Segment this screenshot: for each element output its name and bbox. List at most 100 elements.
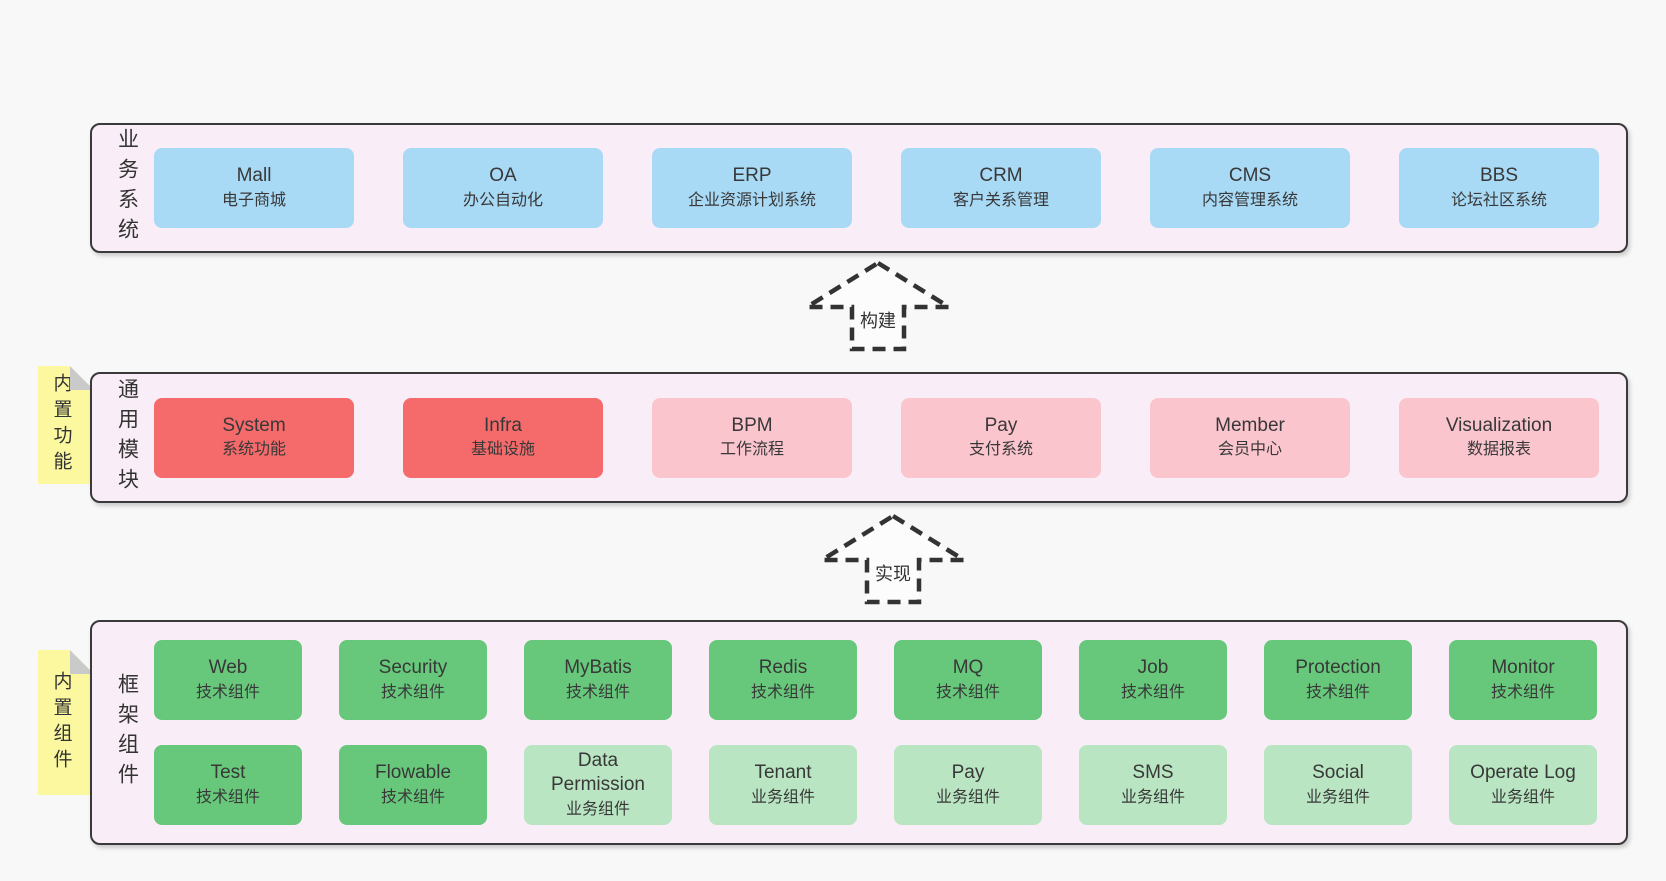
box-flowable: Flowable 技术组件 — [339, 745, 487, 825]
box-visualization: Visualization 数据报表 — [1399, 397, 1599, 478]
box-subtitle: 技术组件 — [195, 788, 260, 806]
box-web: Web 技术组件 — [154, 640, 302, 720]
box-crm: CRM 客户关系管理 — [901, 148, 1101, 228]
box-title: Web — [208, 657, 248, 679]
box-bbs: BBS 论坛社区系统 — [1399, 148, 1599, 228]
box-member: Member 会员中心 — [1150, 397, 1350, 478]
box-subtitle: 业务组件 — [1120, 788, 1185, 806]
box-subtitle: 业务组件 — [565, 801, 630, 819]
box-subtitle: 技术组件 — [1305, 683, 1370, 701]
implement-arrow-icon: 实现 — [818, 513, 968, 605]
box-subtitle: 技术组件 — [195, 683, 260, 701]
box-subtitle: 基础设施 — [470, 441, 535, 459]
sticky-note-text: 内置功能 — [50, 373, 72, 477]
section-common-modules: 通用模块 System 系统功能 Infra 基础设施 BPM 工作流程 Pay… — [90, 372, 1628, 503]
box-title: ERP — [732, 165, 772, 187]
box-bpm: BPM 工作流程 — [652, 397, 852, 478]
box-title: OA — [489, 165, 517, 187]
box-title: Security — [378, 657, 448, 679]
box-subtitle: 业务组件 — [1305, 788, 1370, 806]
business-box-row: Mall 电子商城 OA 办公自动化 ERP 企业资源计划系统 CRM 客户关系… — [154, 148, 1599, 228]
box-subtitle: 客户关系管理 — [952, 191, 1049, 209]
note-fold-corner — [70, 650, 94, 674]
box-tenant: Tenant 业务组件 — [709, 745, 857, 825]
box-mall: Mall 电子商城 — [154, 148, 354, 228]
box-subtitle: 内容管理系统 — [1201, 191, 1298, 209]
section-framework-components: 框架组件 Web 技术组件 Security 技术组件 MyBatis 技术组件… — [90, 620, 1628, 845]
box-subtitle: 企业资源计划系统 — [687, 191, 816, 209]
box-title: Flowable — [374, 762, 452, 784]
box-title: Redis — [758, 657, 808, 679]
box-title: Test — [210, 762, 246, 784]
sticky-note-builtin-components: 内置组件 — [38, 650, 94, 795]
build-arrow-icon: 构建 — [803, 260, 953, 352]
box-title: Operate Log — [1470, 762, 1576, 784]
box-subtitle: 技术组件 — [380, 683, 445, 701]
section-business-systems: 业务系统 Mall 电子商城 OA 办公自动化 ERP 企业资源计划系统 CRM… — [90, 123, 1628, 253]
box-subtitle: 论坛社区系统 — [1450, 191, 1547, 209]
box-sms: SMS 业务组件 — [1079, 745, 1227, 825]
box-subtitle: 技术组件 — [565, 683, 630, 701]
build-arrow-label: 构建 — [860, 311, 896, 331]
box-subtitle: 业务组件 — [935, 788, 1000, 806]
section-label-business: 业务系统 — [115, 128, 139, 248]
box-oa: OA 办公自动化 — [403, 148, 603, 228]
box-subtitle: 业务组件 — [750, 788, 815, 806]
box-data-permission: Data Permission 业务组件 — [524, 745, 672, 825]
box-title: CRM — [979, 165, 1023, 187]
box-security: Security 技术组件 — [339, 640, 487, 720]
box-subtitle: 技术组件 — [750, 683, 815, 701]
box-test: Test 技术组件 — [154, 745, 302, 825]
box-title: Visualization — [1445, 414, 1553, 436]
box-subtitle: 会员中心 — [1217, 441, 1282, 459]
box-social: Social 业务组件 — [1264, 745, 1412, 825]
box-subtitle: 技术组件 — [1490, 683, 1555, 701]
box-pay-module: Pay 支付系统 — [901, 397, 1101, 478]
box-monitor: Monitor 技术组件 — [1449, 640, 1597, 720]
box-title: Mall — [236, 165, 272, 187]
box-system: System 系统功能 — [154, 397, 354, 478]
box-redis: Redis 技术组件 — [709, 640, 857, 720]
box-mybatis: MyBatis 技术组件 — [524, 640, 672, 720]
box-title: CMS — [1228, 165, 1272, 187]
box-pay-component: Pay 业务组件 — [894, 745, 1042, 825]
box-subtitle: 业务组件 — [1490, 788, 1555, 806]
box-protection: Protection 技术组件 — [1264, 640, 1412, 720]
box-infra: Infra 基础设施 — [403, 397, 603, 478]
box-title: Pay — [984, 414, 1018, 436]
box-subtitle: 技术组件 — [380, 788, 445, 806]
modules-box-row: System 系统功能 Infra 基础设施 BPM 工作流程 Pay 支付系统… — [154, 397, 1599, 478]
box-subtitle: 技术组件 — [1120, 683, 1185, 701]
box-operate-log: Operate Log 业务组件 — [1449, 745, 1597, 825]
box-job: Job 技术组件 — [1079, 640, 1227, 720]
box-subtitle: 系统功能 — [221, 441, 286, 459]
box-subtitle: 技术组件 — [935, 683, 1000, 701]
box-subtitle: 数据报表 — [1466, 441, 1531, 459]
box-subtitle: 电子商城 — [221, 191, 286, 209]
box-title: System — [222, 414, 286, 436]
box-title: Pay — [951, 762, 985, 784]
box-title: MyBatis — [564, 657, 632, 679]
box-title: Social — [1312, 762, 1364, 784]
sticky-note-text: 内置组件 — [50, 670, 72, 775]
box-title: Tenant — [754, 762, 812, 784]
section-label-framework: 框架组件 — [115, 672, 139, 793]
box-title: SMS — [1132, 762, 1174, 784]
box-mq: MQ 技术组件 — [894, 640, 1042, 720]
implement-arrow-label: 实现 — [875, 564, 911, 584]
box-title: Monitor — [1491, 657, 1555, 679]
box-subtitle: 支付系统 — [968, 441, 1033, 459]
box-title: Infra — [483, 414, 523, 436]
box-title: BPM — [731, 414, 773, 436]
box-title: Job — [1137, 657, 1169, 679]
box-title: Data Permission — [551, 749, 645, 796]
note-fold-corner — [70, 366, 94, 390]
box-title: Member — [1215, 414, 1285, 436]
framework-box-row-1: Web 技术组件 Security 技术组件 MyBatis 技术组件 Redi… — [154, 640, 1597, 720]
box-subtitle: 办公自动化 — [462, 191, 543, 209]
box-cms: CMS 内容管理系统 — [1150, 148, 1350, 228]
box-title: BBS — [1479, 165, 1519, 187]
box-subtitle: 工作流程 — [719, 441, 784, 459]
box-erp: ERP 企业资源计划系统 — [652, 148, 852, 228]
